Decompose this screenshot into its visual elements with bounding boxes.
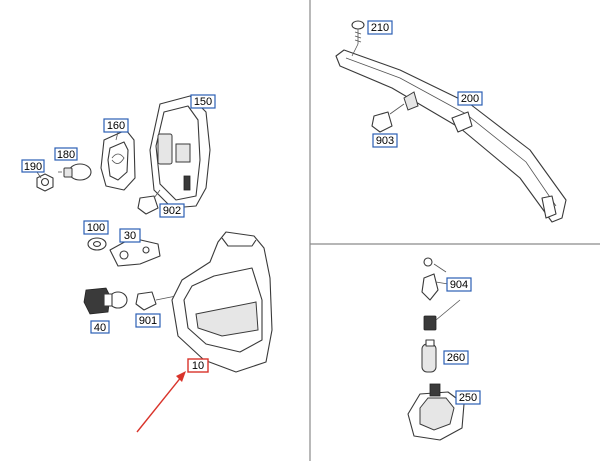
part-260-bulb	[421, 339, 437, 373]
callout-190[interactable]: 190	[21, 159, 45, 173]
part-901-clip	[135, 291, 157, 311]
callout-label: 150	[194, 96, 212, 108]
callout-label: 902	[163, 205, 181, 217]
callout-160[interactable]: 160	[103, 118, 129, 133]
callout-40[interactable]: 40	[90, 320, 110, 334]
part-180-bulb	[58, 163, 92, 181]
part-190-nut	[36, 173, 54, 192]
callout-label: 904	[450, 279, 468, 291]
callout-label: 10	[192, 360, 204, 372]
callout-label: 210	[371, 22, 389, 34]
callout-903[interactable]: 903	[372, 133, 398, 148]
callout-200[interactable]: 200	[457, 91, 483, 106]
callout-label: 180	[57, 149, 75, 161]
callout-10-highlighted[interactable]: 10	[187, 358, 209, 373]
callout-label: 190	[24, 161, 42, 173]
part-902-clip	[137, 195, 159, 215]
callout-901[interactable]: 901	[135, 313, 161, 328]
part-250-lamp-unit	[407, 383, 465, 441]
part-210-screw	[351, 20, 365, 44]
part-100-washer	[87, 237, 107, 251]
callout-904[interactable]: 904	[446, 277, 472, 292]
callout-902[interactable]: 902	[159, 203, 185, 218]
callout-260[interactable]: 260	[443, 350, 469, 365]
part-10-tail-lamp	[171, 231, 273, 373]
callout-250[interactable]: 250	[455, 390, 481, 405]
callout-label: 901	[139, 315, 157, 327]
part-40-socket	[83, 287, 128, 315]
callout-label: 40	[94, 322, 106, 334]
callout-label: 160	[107, 120, 125, 132]
callout-label: 30	[124, 230, 136, 242]
callout-label: 200	[461, 93, 479, 105]
callout-180[interactable]: 180	[54, 147, 78, 161]
part-903-clip	[371, 111, 393, 133]
callout-label: 260	[447, 352, 465, 364]
callout-210[interactable]: 210	[367, 20, 393, 35]
callout-30[interactable]: 30	[119, 228, 141, 243]
callout-label: 250	[459, 392, 477, 404]
callout-100[interactable]: 100	[83, 220, 109, 235]
highlight-arrow	[136, 371, 186, 433]
callout-150[interactable]: 150	[190, 94, 216, 109]
callout-label: 100	[87, 222, 105, 234]
part-160-lens-cover	[100, 129, 136, 191]
callout-label: 903	[376, 135, 394, 147]
part-904-fasteners	[421, 257, 461, 331]
part-200-trim-strip	[335, 49, 567, 223]
